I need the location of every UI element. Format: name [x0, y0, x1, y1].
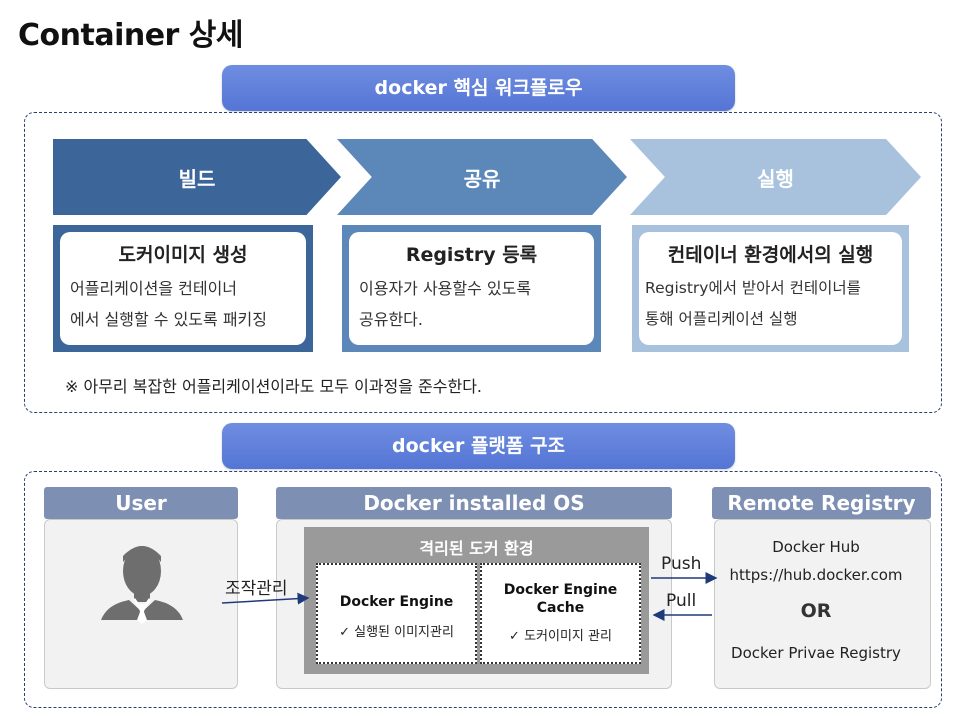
- isolated-environment-title: 격리된 도커 환경: [419, 539, 534, 558]
- push-label: Push: [661, 554, 702, 574]
- step-share-line-2: 공유한다.: [359, 310, 423, 329]
- manage-label: 조작관리: [225, 579, 288, 599]
- workflow-header: docker 핵심 워크플로우: [222, 65, 735, 111]
- step-share-line-1: 이용자가 사용할수 있도록: [359, 279, 532, 298]
- step-share-title: Registry 등록: [405, 244, 538, 266]
- step-run-line-2: 통해 어플리케이션 실행: [645, 310, 798, 328]
- manage-arrow: [221, 592, 310, 605]
- pull-label: Pull: [666, 591, 697, 611]
- engine-cache-title-line-2: Cache: [536, 600, 585, 616]
- page-title: Container 상세: [18, 18, 244, 53]
- user-header: User: [44, 487, 238, 519]
- docker-engine-box: [316, 563, 477, 664]
- os-header: Docker installed OS: [276, 487, 672, 519]
- docker-hub-url: https://hub.docker.com: [729, 566, 903, 584]
- step-share-card: Registry 등록 이용자가 사용할수 있도록 공유한다.: [349, 232, 594, 345]
- docker-engine-item: ✓ 실행된 이미지관리: [339, 625, 454, 640]
- chevron-run: 실행: [630, 139, 921, 215]
- chevron-share-label: 공유: [463, 166, 501, 191]
- platform-frame: [24, 471, 942, 708]
- step-build-box: 도커이미지 생성 어플리케이션을 컨테이너 에서 실행할 수 있도록 패키징: [53, 225, 313, 352]
- user-avatar-icon: [101, 546, 183, 624]
- docker-hub-label: Docker Hub: [772, 538, 860, 556]
- step-run-title: 컨테이너 환경에서의 실행: [667, 244, 874, 266]
- step-run-line-1: Registry에서 받아서 컨테이너를: [645, 279, 861, 297]
- engine-cache-box: [480, 563, 641, 664]
- engine-cache-title-line-1: Docker Engine: [503, 582, 618, 598]
- step-build-line-1: 어플리케이션을 컨테이너: [70, 279, 238, 298]
- chevron-run-label: 실행: [757, 166, 794, 191]
- registry-or: OR: [800, 600, 832, 622]
- step-share-box: Registry 등록 이용자가 사용할수 있도록 공유한다.: [342, 225, 601, 352]
- step-run-box: 컨테이너 환경에서의 실행 Registry에서 받아서 컨테이너를 통해 어플…: [632, 225, 909, 352]
- step-build-title: 도커이미지 생성: [118, 244, 248, 266]
- docker-engine-title: Docker Engine: [339, 594, 454, 610]
- chevron-build-label: 빌드: [178, 166, 216, 191]
- chevron-share: 공유: [337, 139, 627, 215]
- step-run-card: 컨테이너 환경에서의 실행 Registry에서 받아서 컨테이너를 통해 어플…: [639, 232, 902, 345]
- remote-header: Remote Registry: [712, 487, 931, 519]
- platform-header: docker 플랫폼 구조: [222, 423, 735, 469]
- chevron-build: 빌드: [53, 139, 341, 215]
- private-registry-label: Docker Privae Registry: [731, 644, 901, 662]
- workflow-frame: [24, 112, 942, 413]
- workflow-note: ※ 아무리 복잡한 어플리케이션이라도 모두 이과정을 준수한다.: [65, 377, 483, 396]
- engine-cache-item: ✓ 도커이미지 관리: [509, 629, 612, 644]
- remote-panel: [714, 519, 931, 689]
- step-build-card: 도커이미지 생성 어플리케이션을 컨테이너 에서 실행할 수 있도록 패키징: [60, 232, 306, 345]
- user-panel: [44, 519, 238, 689]
- step-build-line-2: 에서 실행할 수 있도록 패키징: [70, 310, 267, 329]
